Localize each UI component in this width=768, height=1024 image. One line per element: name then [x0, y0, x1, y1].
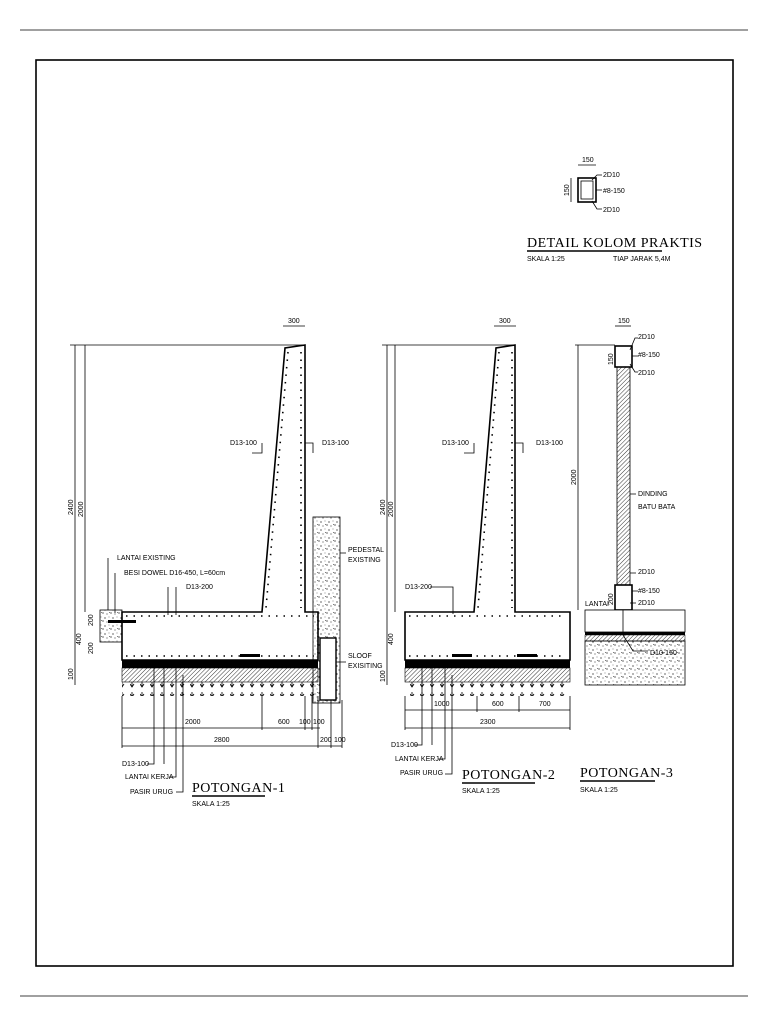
section-scale: SKALA 1:25	[462, 788, 500, 795]
dim-2000: 2000	[388, 501, 395, 517]
section-title: POTONGAN-1	[192, 781, 285, 796]
label-rebar: 2D10	[638, 334, 655, 341]
dim-2400: 2400	[68, 499, 75, 515]
floor-slab	[584, 609, 686, 633]
dim-300: 300	[288, 318, 300, 325]
dim-label: 700	[539, 701, 551, 708]
label-top-rebar: 2D10	[603, 172, 620, 179]
label-lantai: LANTAI	[585, 601, 609, 608]
dim-label: 100	[299, 719, 311, 726]
pasir-urug	[404, 667, 571, 683]
dim-2000: 2000	[571, 469, 578, 485]
dim-200: 200	[88, 614, 95, 626]
sloof-existing	[319, 637, 337, 701]
label-besi-dowel: BESI DOWEL D16-450, L=60cm	[124, 570, 225, 577]
label-bottom-rebar: 2D10	[603, 207, 620, 214]
legend-rebar: D13-100	[391, 742, 418, 749]
dim-label: 1000	[434, 701, 450, 708]
label-rebar-floor: D10-150	[650, 650, 677, 657]
label-rebar: 2D10	[638, 600, 655, 607]
label-rebar-right: D13-100	[536, 440, 563, 447]
dim-400: 400	[76, 633, 83, 645]
lantai-kerja	[405, 660, 570, 668]
label-lantai-existing: LANTAI EXISTING	[117, 555, 176, 562]
dim-2400: 2400	[380, 499, 387, 515]
lantai-existing	[99, 609, 123, 643]
dim-label: 200	[320, 737, 332, 744]
dim-400: 400	[388, 633, 395, 645]
retaining-wall	[121, 344, 319, 661]
dim-150: 150	[608, 353, 615, 365]
legend-lantai-kerja: LANTAI KERJA	[395, 756, 444, 763]
label-rebar-slab: D13-200	[405, 584, 432, 591]
pasir-urug	[121, 667, 319, 683]
potongan-1: 2400 2000 400 200 200 100 300 D13-100 D1…	[68, 318, 384, 808]
fill-soil	[584, 640, 686, 686]
section-title: POTONGAN-2	[462, 768, 555, 783]
dim-label: 600	[492, 701, 504, 708]
label-stirrup: #8-150	[603, 188, 625, 195]
dim-label: 100	[313, 719, 325, 726]
dim-2000: 2000	[78, 501, 85, 517]
drawing-border	[35, 59, 734, 967]
label-rebar: 2D10	[638, 569, 655, 576]
dim-150: 150	[618, 318, 630, 325]
label-rebar-right: D13-100	[322, 440, 349, 447]
dim-label: 2300	[480, 719, 496, 726]
ring-beam	[614, 345, 633, 368]
dim-label: 2800	[214, 737, 230, 744]
dim-width: 150	[582, 157, 594, 164]
label-rebar: 2D10	[638, 370, 655, 377]
dim-height: 150	[564, 184, 571, 196]
dim-300: 300	[499, 318, 511, 325]
label-pedestal: EXISTING	[348, 557, 381, 564]
dim-200: 200	[608, 593, 615, 605]
section-scale: SKALA 1:25	[580, 787, 618, 794]
dim-label: 100	[334, 737, 346, 744]
legend-pasir-urug: PASIR URUG	[400, 770, 443, 777]
label-stirrup: #8-150	[638, 588, 660, 595]
legend-lantai-kerja: LANTAI KERJA	[125, 774, 174, 781]
dim-label: 2000	[185, 719, 201, 726]
dim-label: 600	[278, 719, 290, 726]
legend-rebar: D13-100	[122, 761, 149, 768]
detail-kolom-praktis: 150 150 2D10 #8-150 2D10 DETAIL KOLOM PR…	[527, 157, 703, 263]
dim-200: 200	[88, 642, 95, 654]
section-scale: SKALA 1:25	[192, 801, 230, 808]
detail-note: TIAP JARAK 5,4M	[613, 256, 671, 263]
label-sloof: SLOOF	[348, 653, 372, 660]
sloof	[614, 584, 633, 611]
retaining-wall	[404, 344, 571, 661]
label-rebar-left: D13-100	[442, 440, 469, 447]
label-rebar-slab: D13-200	[186, 584, 213, 591]
potongan-3: 150 2000 150 200 2D10 #8-150 2D10 DINDIN…	[571, 318, 686, 794]
label-rebar-left: D13-100	[230, 440, 257, 447]
label-stirrup: #8-150	[638, 352, 660, 359]
label-dinding: DINDING	[638, 491, 668, 498]
lantai-kerja	[122, 660, 318, 668]
detail-title: DETAIL KOLOM PRAKTIS	[527, 236, 703, 251]
label-sloof: EXISITING	[348, 663, 383, 670]
legend-pasir-urug: PASIR URUG	[130, 789, 173, 796]
dim-100: 100	[380, 670, 387, 682]
brick-wall	[616, 366, 631, 586]
detail-scale: SKALA 1:25	[527, 256, 565, 263]
label-pedestal: PEDESTAL	[348, 547, 384, 554]
label-batu-bata: BATU BATA	[638, 504, 676, 511]
section-title: POTONGAN-3	[580, 766, 673, 781]
potongan-2: 2400 2000 400 100 300 D13-100 D13-100 D1…	[380, 318, 571, 795]
dim-100: 100	[68, 668, 75, 680]
besi-dowel	[108, 620, 136, 623]
